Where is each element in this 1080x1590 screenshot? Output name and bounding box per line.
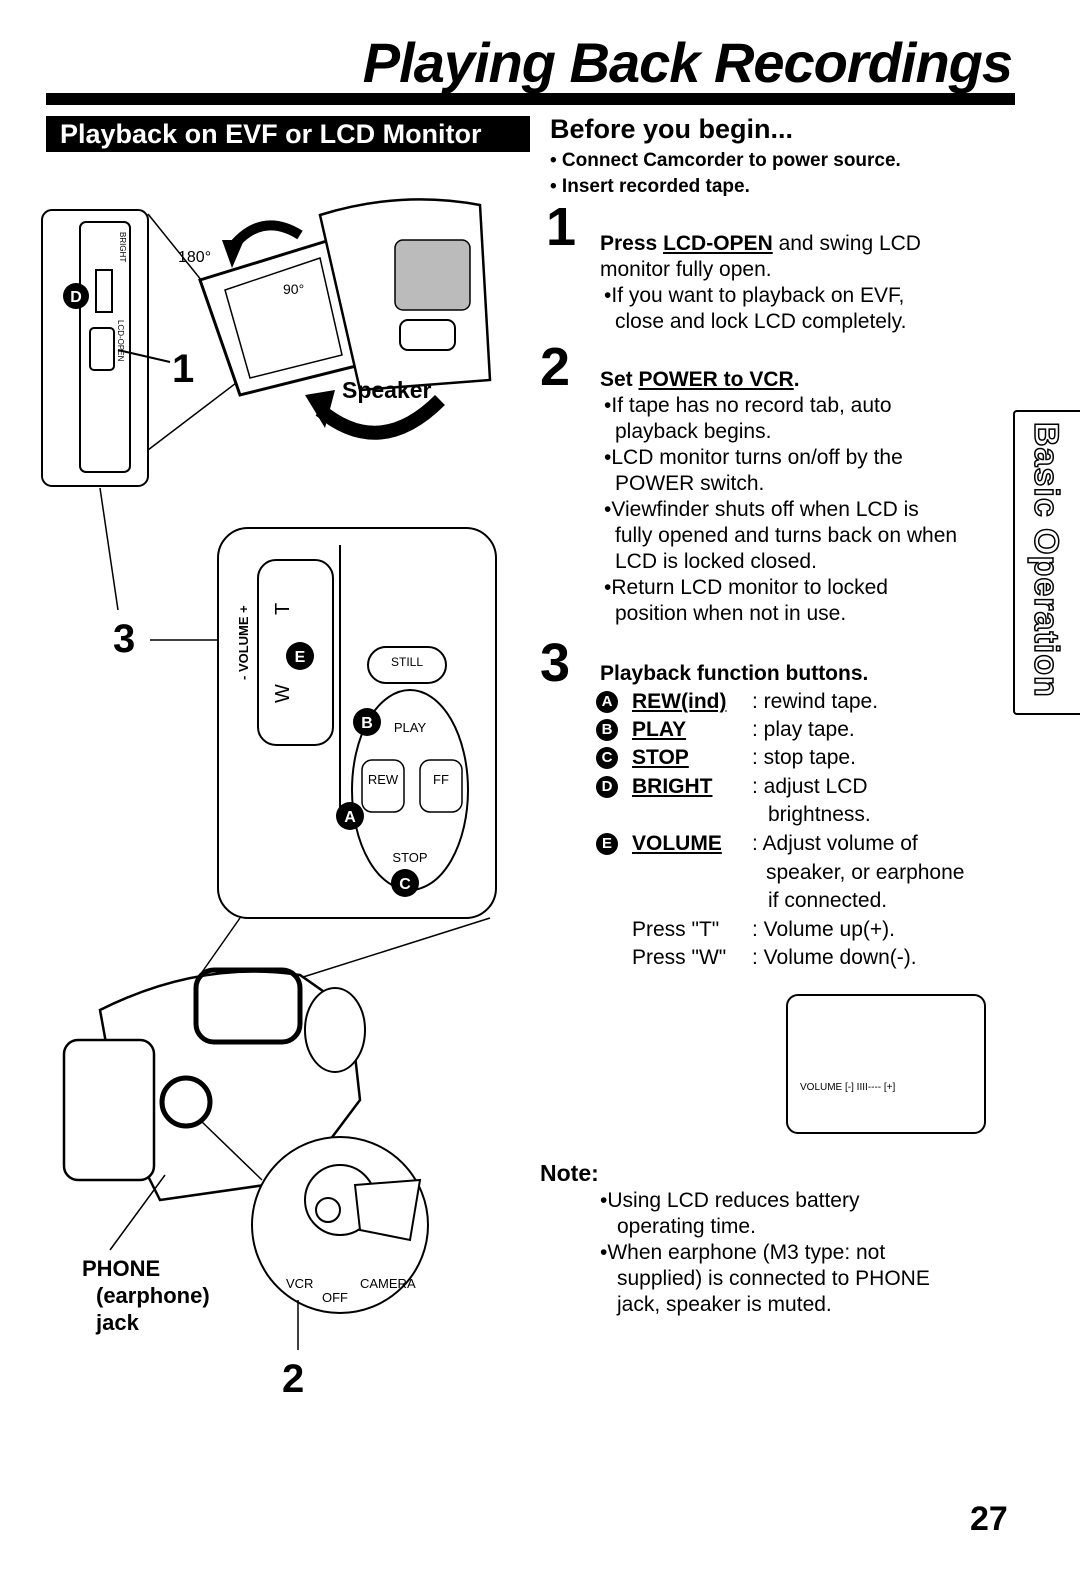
svg-text:E: E: [295, 649, 306, 666]
before-item: • Connect Camcorder to power source.: [550, 150, 901, 171]
function-desc-more: if connected.: [768, 889, 888, 912]
badge-a-icon: A: [596, 691, 618, 714]
still-label: STILL: [391, 655, 423, 669]
t-label: T: [272, 603, 294, 615]
switch-off: OFF: [322, 1290, 348, 1305]
badge-b: [353, 708, 381, 736]
switch-camera: CAMERA: [360, 1276, 416, 1291]
phone-label-3: jack: [95, 1310, 140, 1335]
play-label: PLAY: [394, 720, 427, 735]
buttons-detail-inset: [217, 527, 497, 919]
note-heading: Note:: [540, 1160, 599, 1186]
function-desc-more: speaker, or earphone: [766, 861, 965, 884]
page-number: 27: [970, 1500, 1008, 1538]
speaker-label: Speaker: [342, 377, 432, 403]
function-row: C STOP : stop tape.: [596, 744, 856, 771]
lcd-open-key: LCD-OPEN: [663, 232, 773, 255]
volume-rocker: [257, 559, 334, 746]
angle-90: 90°: [283, 281, 304, 297]
callout-1: 1: [172, 347, 194, 391]
badge-c: [391, 869, 419, 897]
badge-b-icon: B: [596, 719, 618, 742]
svg-text:D: D: [70, 289, 82, 306]
callout-2: 2: [282, 1357, 304, 1401]
battery: [62, 1038, 156, 1182]
press-desc: : Volume up(+).: [752, 918, 895, 941]
rew-label: REW: [368, 772, 399, 787]
camcorder-illustration: BRIGHT LCD-OPEN D 1 180° 90° Speaker 3 -…: [41, 198, 497, 1401]
still-button: [367, 646, 447, 684]
badge-e: [286, 642, 314, 670]
lcd-open-button: [89, 327, 115, 371]
side-panel-inset: [41, 209, 149, 487]
step-2-text: Set POWER to VCR. If tape has no record …: [600, 367, 957, 627]
step-number: 2: [540, 337, 571, 397]
phone-label-2: (earphone): [96, 1283, 210, 1308]
swing-arrow: [315, 394, 445, 440]
note-list: Using LCD reduces battery operating time…: [600, 1188, 929, 1318]
function-row: E VOLUME : Adjust volume of: [596, 830, 918, 857]
section-side-tab: Basic Operation: [1013, 410, 1080, 715]
title-rule: [46, 93, 1015, 105]
ff-label: FF: [433, 772, 449, 787]
svg-text:A: A: [344, 809, 356, 826]
press-key: Press "W": [632, 946, 727, 969]
step-3-heading: Playback function buttons.: [600, 662, 869, 685]
side-tab-label: Basic Operation: [1026, 421, 1066, 698]
badge-a: [336, 802, 364, 830]
function-desc-more: brightness.: [768, 803, 871, 826]
phone-label-1: PHONE: [82, 1256, 160, 1281]
step-1-text: Press LCD-OPEN and swing LCD monitor ful…: [600, 231, 921, 335]
function-row: A REW(ind) : rewind tape.: [596, 688, 878, 715]
badge-d: [63, 283, 89, 309]
step-number: 3: [540, 633, 571, 693]
lcd-open-label: LCD-OPEN: [116, 320, 125, 362]
step-number: 1: [546, 197, 577, 257]
badge-d-icon: D: [596, 776, 618, 799]
press-desc: : Volume down(-).: [752, 946, 917, 969]
volume-osd-display: VOLUME [-] IIII---- [+]: [786, 994, 986, 1134]
osd-text: VOLUME [-] IIII---- [+]: [800, 1082, 896, 1093]
function-row: B PLAY : play tape.: [596, 716, 855, 743]
power-switch-detail: [251, 1136, 429, 1314]
volume-label: - VOLUME +: [236, 605, 251, 680]
page-title: Playing Back Recordings: [362, 31, 1013, 94]
bright-button: [95, 269, 113, 313]
w-label: W: [272, 684, 294, 703]
lens: [304, 987, 366, 1073]
switch-vcr: VCR: [286, 1276, 313, 1291]
svg-text:C: C: [399, 876, 411, 893]
highlight-buttons: [193, 967, 303, 1045]
press-key: Press "T": [632, 918, 720, 941]
bright-label: BRIGHT: [118, 232, 127, 262]
function-row: D BRIGHT : adjust LCD: [596, 773, 868, 800]
angle-180: 180°: [178, 249, 211, 266]
stop-label: STOP: [392, 850, 427, 865]
before-item: • Insert recorded tape.: [550, 176, 750, 197]
before-heading: Before you begin...: [550, 114, 794, 144]
badge-e-icon: E: [596, 833, 618, 856]
power-key: POWER to VCR: [638, 368, 794, 391]
callout-3: 3: [113, 617, 135, 661]
badge-c-icon: C: [596, 747, 618, 770]
speaker-grille: [394, 239, 471, 311]
highlight-switch: [159, 1075, 213, 1129]
section-heading: Playback on EVF or LCD Monitor: [46, 116, 530, 152]
svg-text:B: B: [361, 715, 373, 732]
